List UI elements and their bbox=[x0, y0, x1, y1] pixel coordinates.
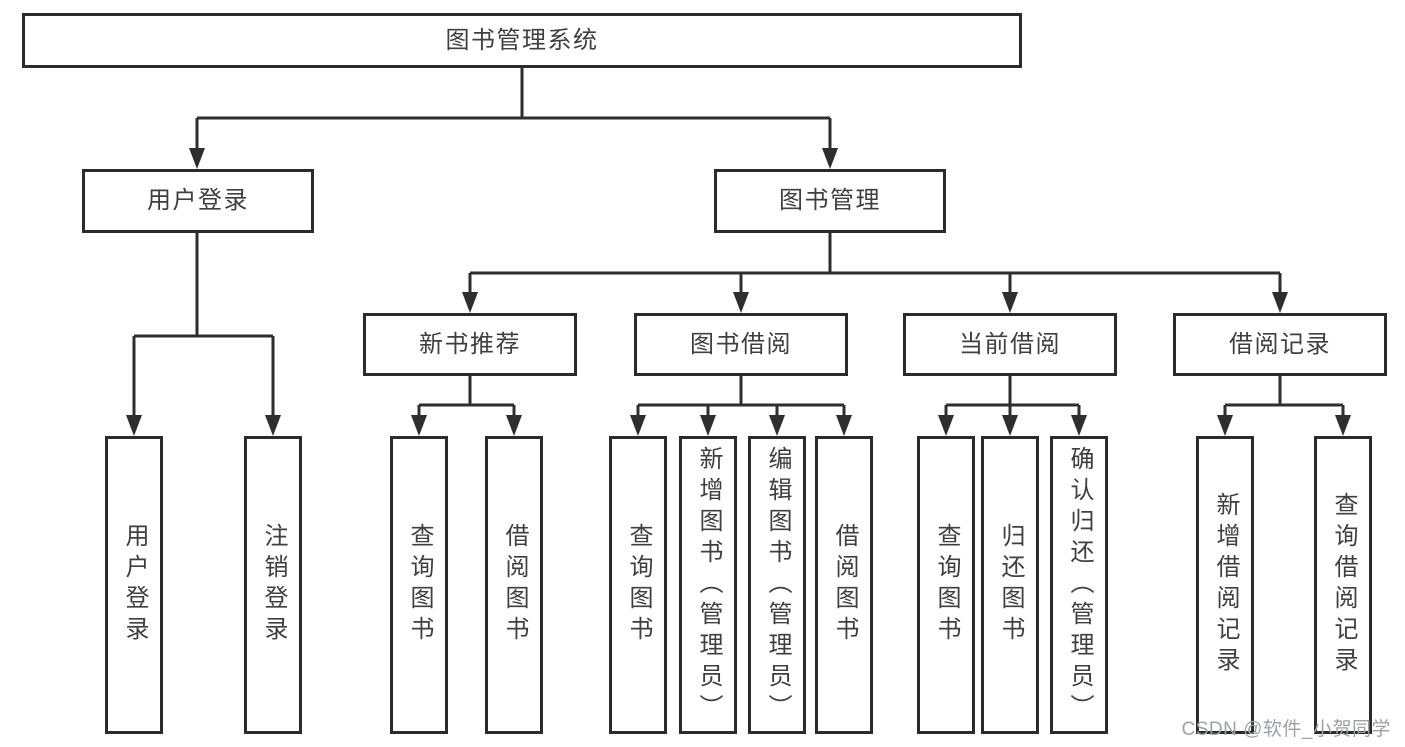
node-user-login-action: 用户登录 bbox=[105, 436, 163, 734]
connector-borrow-records bbox=[1217, 376, 1351, 436]
node-library-management-system: 图书管理系统 bbox=[22, 13, 1022, 68]
node-label: 用户登录 bbox=[121, 523, 148, 647]
arrowhead bbox=[1002, 415, 1018, 436]
arrowhead bbox=[506, 415, 522, 436]
node-bb-query-books: 查询图书 bbox=[609, 436, 667, 734]
arrowhead bbox=[462, 292, 478, 313]
node-bb-add-books-admin: 新增图书（管理员） bbox=[679, 436, 737, 734]
arrowhead bbox=[411, 415, 427, 436]
node-book-borrow: 图书借阅 bbox=[634, 313, 848, 376]
node-cb-confirm-return-admin: 确认归还（管理员） bbox=[1050, 436, 1108, 734]
connector-root bbox=[189, 68, 838, 169]
arrowhead bbox=[265, 415, 281, 436]
connector-current-borrow bbox=[938, 376, 1087, 436]
node-label: 查询图书 bbox=[933, 523, 960, 647]
node-bb-edit-books-admin: 编辑图书（管理员） bbox=[748, 436, 806, 734]
node-label: 用户登录 bbox=[147, 187, 249, 214]
arrowhead bbox=[836, 415, 852, 436]
arrowhead bbox=[822, 148, 838, 169]
arrowhead bbox=[189, 148, 205, 169]
node-logout-action: 注销登录 bbox=[244, 436, 302, 734]
arrowhead bbox=[733, 292, 749, 313]
node-user-login: 用户登录 bbox=[82, 169, 314, 233]
arrowhead bbox=[1071, 415, 1087, 436]
node-nb-query-books: 查询图书 bbox=[390, 436, 448, 734]
node-label: 当前借阅 bbox=[959, 330, 1061, 358]
node-cb-query-books: 查询图书 bbox=[917, 436, 975, 734]
node-nb-borrow-books: 借阅图书 bbox=[485, 436, 543, 734]
node-label: 查询图书 bbox=[406, 523, 433, 647]
arrowhead bbox=[126, 415, 142, 436]
node-label: 编辑图书（管理员） bbox=[764, 445, 791, 725]
node-label: 归还图书 bbox=[997, 523, 1024, 647]
arrowhead bbox=[630, 415, 646, 436]
node-label: 图书借阅 bbox=[690, 330, 792, 358]
node-borrow-records: 借阅记录 bbox=[1173, 313, 1387, 376]
arrowhead bbox=[1272, 292, 1288, 313]
node-book-management: 图书管理 bbox=[714, 169, 946, 233]
node-br-add-record: 新增借阅记录 bbox=[1196, 436, 1254, 734]
node-label: 借阅记录 bbox=[1229, 330, 1331, 358]
node-label: 借阅图书 bbox=[831, 523, 858, 647]
node-label: 借阅图书 bbox=[501, 523, 528, 647]
arrowhead bbox=[938, 415, 954, 436]
node-label: 图书管理 bbox=[779, 187, 881, 214]
node-br-query-record: 查询借阅记录 bbox=[1314, 436, 1372, 734]
node-label: 注销登录 bbox=[260, 523, 287, 647]
node-label: 确认归还（管理员） bbox=[1066, 445, 1093, 725]
node-label: 图书管理系统 bbox=[445, 26, 599, 54]
node-label: 查询借阅记录 bbox=[1330, 492, 1357, 678]
arrowhead bbox=[1217, 415, 1233, 436]
node-label: 新增图书（管理员） bbox=[695, 445, 722, 725]
node-label: 查询图书 bbox=[625, 523, 652, 647]
csdn-watermark: CSDN @软件_小贺同学 bbox=[1181, 719, 1391, 740]
arrowhead bbox=[700, 415, 716, 436]
connector-book-management bbox=[462, 233, 1288, 313]
node-cb-return-books: 归还图书 bbox=[981, 436, 1039, 734]
node-bb-borrow-books: 借阅图书 bbox=[815, 436, 873, 734]
arrowhead bbox=[1335, 415, 1351, 436]
arrowhead bbox=[1002, 292, 1018, 313]
connector-user-login bbox=[126, 233, 281, 436]
connector-new-book-recommend bbox=[411, 376, 522, 436]
node-new-book-recommend: 新书推荐 bbox=[363, 313, 577, 376]
node-label: 新书推荐 bbox=[419, 330, 521, 358]
node-current-borrow: 当前借阅 bbox=[903, 313, 1117, 376]
node-label: 新增借阅记录 bbox=[1212, 492, 1239, 678]
connector-book-borrow bbox=[630, 376, 852, 436]
arrowhead bbox=[769, 415, 785, 436]
